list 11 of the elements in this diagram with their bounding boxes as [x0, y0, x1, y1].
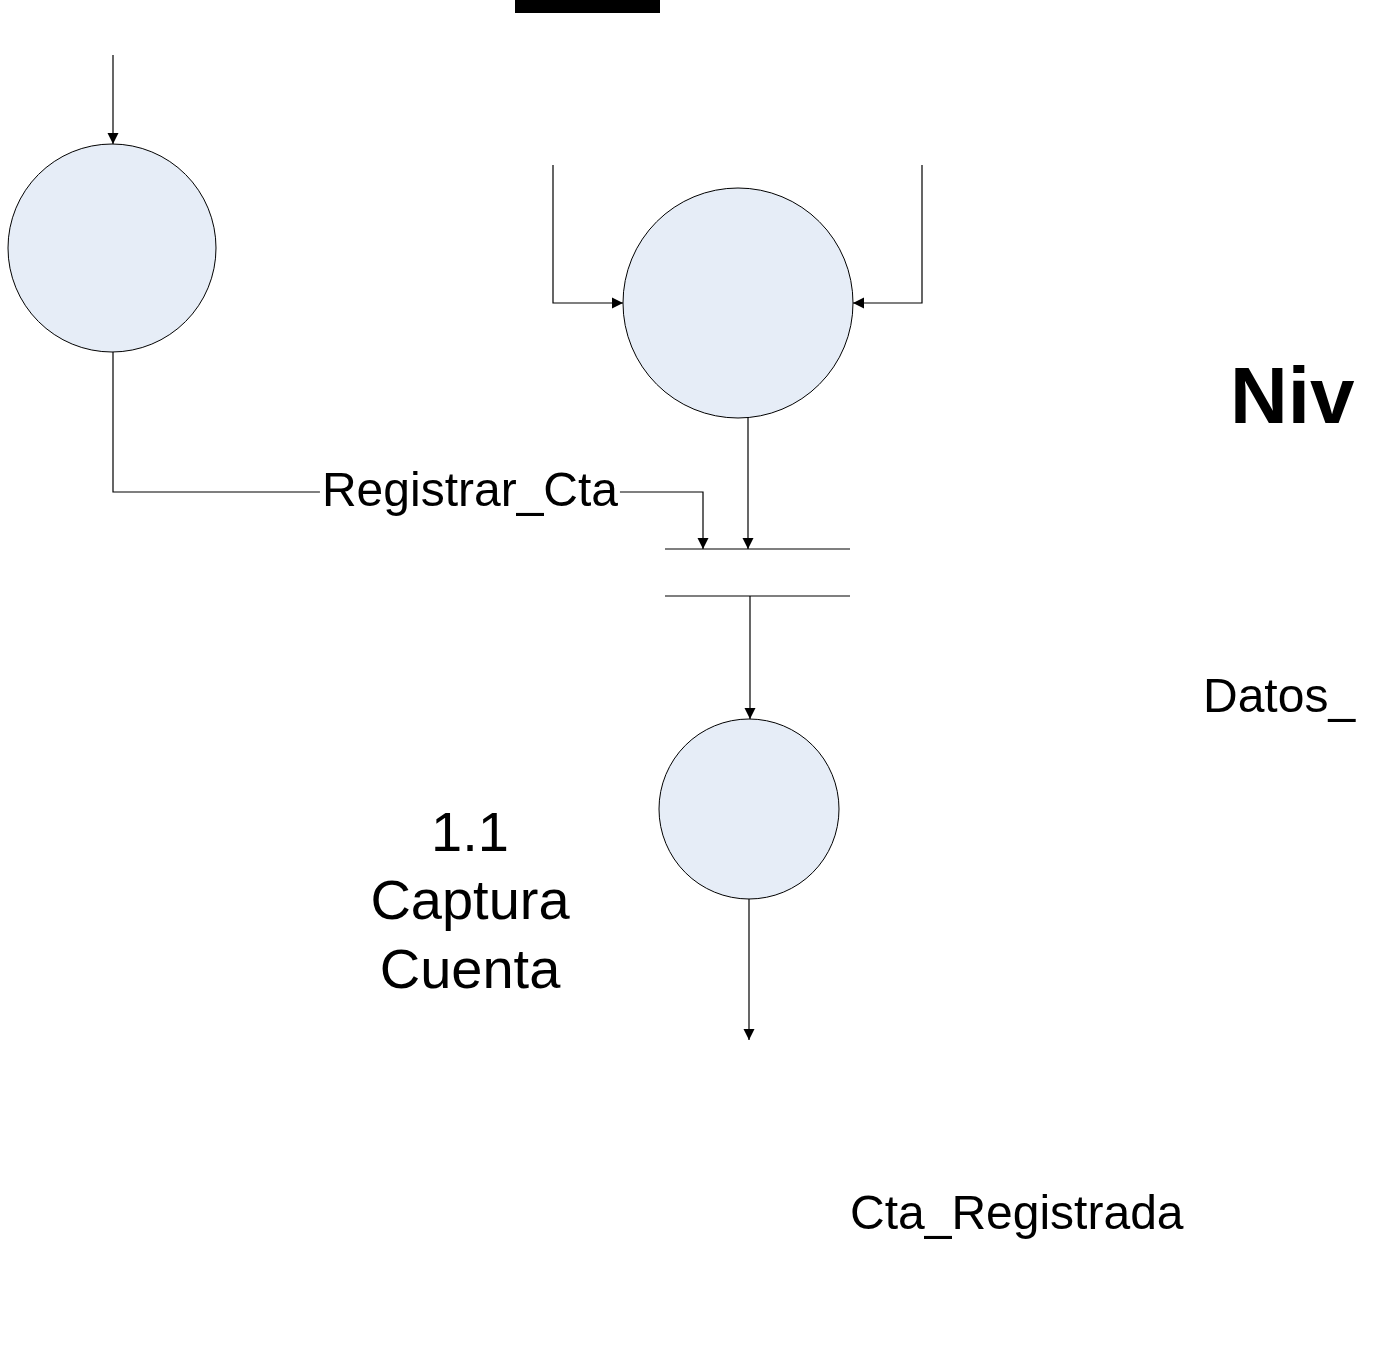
arrow: [107, 54, 119, 145]
heading-text: Niv: [1230, 350, 1355, 442]
arrow: [852, 164, 923, 309]
process-label: Captura Cuenta: [369, 867, 571, 1002]
arrow: [744, 595, 756, 720]
arrow: [742, 416, 754, 550]
process-label: 1.1: [430, 799, 510, 865]
arrow: [743, 898, 755, 1041]
arrow: [552, 164, 624, 309]
flow-label: Cta_Registrada: [850, 1185, 1184, 1240]
flow-label: Datos_: [1203, 668, 1356, 723]
